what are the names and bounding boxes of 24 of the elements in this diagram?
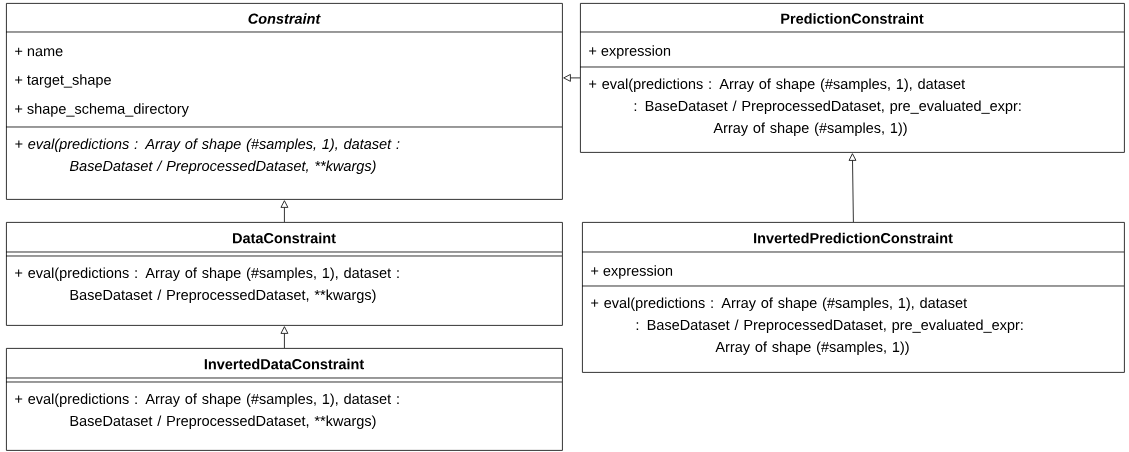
attribute: + expression — [589, 45, 671, 59]
attribute: + target_shape — [15, 74, 111, 88]
class-box — [579, 3, 1125, 153]
class-name: Constraint — [248, 13, 321, 24]
inheritance-arrow — [280, 326, 289, 349]
class-name: InvertedDataConstraint — [204, 358, 364, 370]
attribute: + name — [15, 47, 63, 57]
method-signature: + eval(predictions : Array of shape (#samples, 1), dataset : BaseDataset / PreprocessedDataset, **kwargs) — [15, 393, 399, 429]
inheritance-arrow — [563, 74, 581, 82]
method-signature: + eval(predictions : Array of shape (#samples, 1), dataset : BaseDataset / PreprocessedDataset, pre_evaluated_expr: Array of shape (#samples, 1)) — [591, 297, 1023, 355]
class-name: PredictionConstraint — [781, 13, 924, 24]
class-box — [5, 348, 563, 451]
method-signature: + eval(predictions : Array of shape (#samples, 1), dataset : BaseDataset / PreprocessedDataset, **kwargs) — [15, 138, 400, 174]
class-name: DataConstraint — [233, 232, 336, 244]
class-box — [5, 222, 563, 326]
attribute: + expression — [591, 265, 673, 279]
method-signature: + eval(predictions : Array of shape (#samples, 1), dataset : BaseDataset / PreprocessedDataset, **kwargs) — [15, 267, 399, 303]
attribute: + shape_schema_directory — [15, 103, 189, 117]
inheritance-arrow — [848, 153, 857, 223]
method-signature: + eval(predictions : Array of shape (#samples, 1), dataset : BaseDataset / PreprocessedDataset, pre_evaluated_expr: Array of shape (#samples, 1)) — [589, 78, 1021, 136]
class-box — [581, 222, 1125, 373]
class-box — [5, 3, 563, 200]
inheritance-arrow — [280, 200, 289, 223]
class-name: InvertedPredictionConstraint — [754, 232, 953, 244]
